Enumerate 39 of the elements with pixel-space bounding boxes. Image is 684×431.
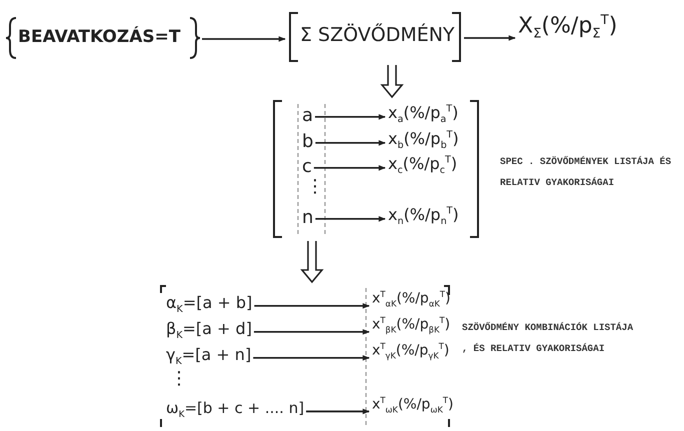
ellipsis-mark: ⋮: [170, 370, 188, 388]
formula-text: x$^{T}$$_{βK}$(%/p$_{βK}$$^{T}$): [372, 316, 450, 335]
formula-text: x$_{a}$(%/p$_{a}$$^{T}$): [388, 104, 458, 126]
hollow-arrow: [380, 64, 404, 98]
arrow: [202, 36, 286, 42]
arrow: [254, 303, 370, 309]
bracket-matrix: [160, 285, 450, 427]
formula-text: b: [302, 132, 314, 152]
formula-text: x$_{b}$(%/p$_{b}$$^{T}$): [388, 130, 459, 152]
bracketed-term: [288, 12, 462, 62]
arrow: [253, 355, 370, 361]
hollow-arrow: [300, 240, 324, 284]
side-note: SPEC . SZÖVŐDMÉNYEK LISTÁJA ÉS RELATIV GYAKORISÁGAI: [500, 155, 672, 190]
formula-text: x$^{T}$$_{αK}$(%/p$_{αK}$$^{T}$): [372, 290, 450, 309]
side-note: SZÖVŐDMÉNY KOMBINÁCIÓK LISTÁJA , ÉS RELATIV GYAKORISÁGAI: [462, 321, 634, 356]
arrow: [306, 408, 370, 414]
formula-text: x$_{n}$(%/p$_{n}$$^{T}$): [388, 206, 459, 228]
formula-text: γ$_{K}$=[a + n]: [166, 346, 252, 368]
ellipsis-mark: ⋮: [306, 178, 324, 196]
formula-text: n: [302, 208, 314, 228]
arrow: [315, 114, 386, 120]
formula-text: ω$_{K}$=[b + c + .... n]: [166, 400, 304, 421]
bracketed-term: [272, 100, 480, 238]
arrow: [315, 216, 386, 222]
arrow: [314, 165, 386, 171]
formula-text: a: [302, 106, 314, 126]
braced-term: [6, 16, 200, 60]
formula-text: β$_{K}$=[a + d]: [166, 320, 252, 342]
arrow: [254, 329, 370, 335]
term-label: BEAVATKOZÁS=T: [18, 28, 180, 47]
formula-text: α$_{K}$=[a + b]: [166, 294, 252, 316]
result-formula: X$_{Σ}$(%/p$_{Σ}$$^{T}$): [518, 14, 618, 42]
formula-text: x$_{c}$(%/p$_{c}$$^{T}$): [388, 155, 458, 177]
term-label: Σ SZÖVŐDMÉNY: [300, 25, 455, 46]
formula-text: x$^{T}$$_{γK}$(%/p$_{γK}$$^{T}$): [372, 342, 450, 361]
arrow: [315, 140, 386, 146]
formula-text: x$^{T}$$_{ωK}$(%/p$_{ωK}$$^{T}$): [372, 396, 454, 415]
arrow: [464, 35, 516, 41]
formula-text: c: [302, 157, 312, 177]
